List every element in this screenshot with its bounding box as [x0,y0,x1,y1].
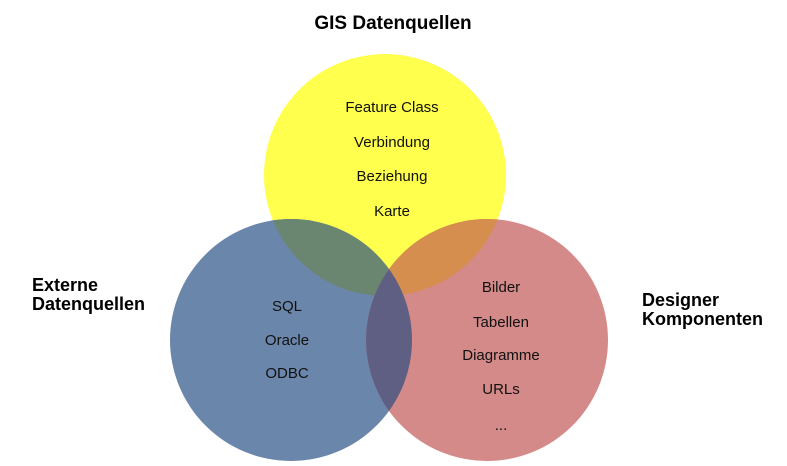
overlap-gis-extern [264,219,412,296]
gis-item: Verbindung [354,134,430,151]
extern-set-title: Externe Datenquellen [32,276,145,314]
extern-title-line-2: Datenquellen [32,294,146,314]
gis-item: Feature Class [345,99,439,116]
overlap-gis-designer [366,219,506,296]
extern-item: ODBC [265,365,309,382]
gis-item: Karte [374,203,410,220]
gis-set-title: GIS Datenquellen [314,13,472,34]
designer-item: ... [494,417,508,434]
designer-item: Diagramme [462,347,540,364]
designer-item: URLs [482,381,520,398]
designer-item: Tabellen [473,314,529,331]
designer-title-line-2: Komponenten [642,309,763,329]
designer-set-title: Designer Komponenten [642,291,763,329]
designer-title-line-1: Designer [642,290,720,310]
extern-title-line-1: Externe [32,275,99,295]
designer-item: Bilder [481,279,521,296]
extern-item: SQL [271,298,302,315]
gis-item: Beziehung [356,168,428,185]
extern-item: Oracle [264,332,310,349]
